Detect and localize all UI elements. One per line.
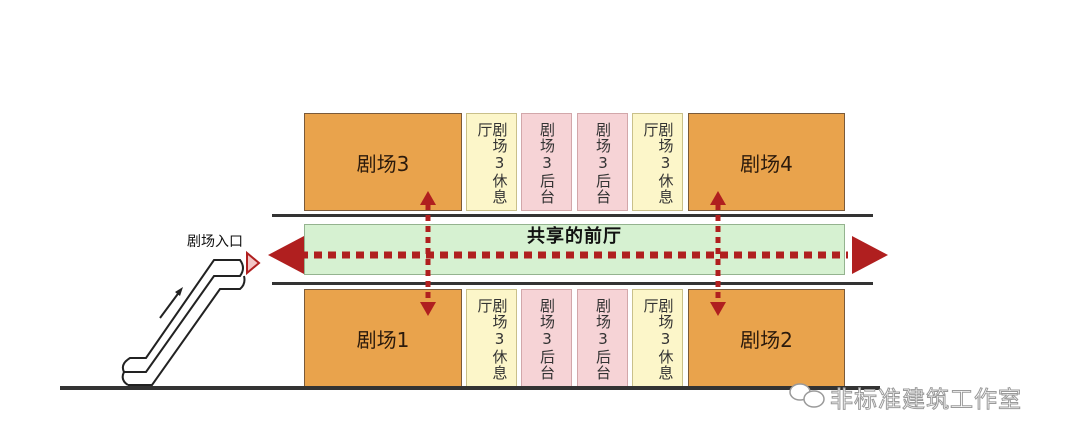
room-label: 剧场3后台 [538,122,556,205]
room-label: 剧场3休息厅 [641,298,675,381]
watermark-text: 非标准建筑工作室 [830,387,1022,414]
theater-4-block: 剧场4 [688,113,845,211]
right-vertical-arrow [710,191,726,316]
escalator-icon [121,259,246,386]
upper-rest-room-right: 剧场3休息厅 [632,113,683,211]
lobby-circulation-arrow [268,236,888,274]
room-label: 剧场3后台 [538,298,556,381]
lower-rest-room-left: 剧场3休息厅 [466,289,517,387]
room-label: 剧场3后台 [594,122,612,205]
shared-lobby [304,224,845,275]
watermark: 非标准建筑工作室 [830,380,1022,414]
lobby-bottom-line [272,282,873,285]
wechat-icon [789,383,825,408]
left-vertical-arrow [420,191,436,316]
theater-4-label: 剧场4 [740,151,793,176]
upper-backstage-left: 剧场3后台 [521,113,572,211]
escalator-direction-arrow [159,287,183,319]
room-label: 剧场3休息厅 [475,298,509,381]
lobby-top-line [272,214,873,217]
shared-lobby-label: 共享的前厅 [527,226,622,247]
ground-line [60,386,880,390]
theater-1-label: 剧场1 [356,327,410,352]
lower-backstage-left: 剧场3后台 [521,289,572,387]
room-label: 剧场3休息厅 [475,122,509,205]
theater-3-label: 剧场3 [356,151,410,176]
upper-rest-room-left: 剧场3休息厅 [466,113,517,211]
lower-rest-room-right: 剧场3休息厅 [632,289,683,387]
entrance-label: 剧场入口 [187,234,243,250]
room-label: 剧场3休息厅 [641,122,675,205]
upper-backstage-right: 剧场3后台 [577,113,628,211]
room-label: 剧场3后台 [594,298,612,381]
lower-backstage-right: 剧场3后台 [577,289,628,387]
theater-3-block: 剧场3 [304,113,462,211]
entrance-marker-icon [246,250,261,276]
theater-2-label: 剧场2 [740,327,793,352]
